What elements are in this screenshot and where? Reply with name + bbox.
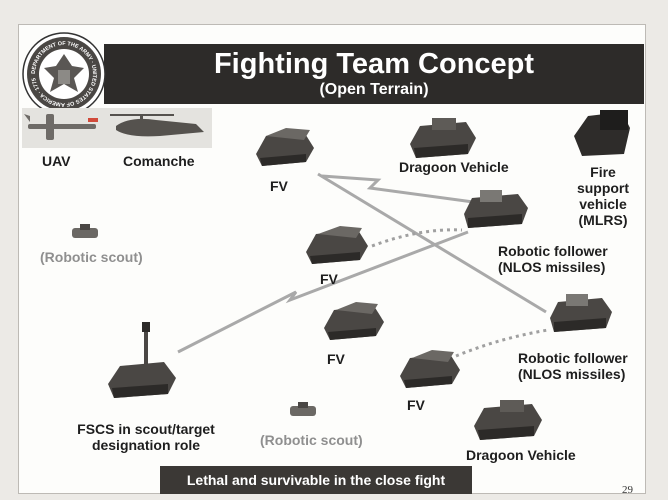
fire-support-label: Fire support vehicle (MLRS) [576, 164, 630, 228]
fscs-vehicle-icon [108, 322, 176, 398]
link-fv-to-follower2 [317, 172, 547, 314]
dragoon-top-icon [410, 118, 476, 158]
page-number: 29 [622, 484, 633, 496]
robotic-scout-bottom-icon [290, 402, 316, 416]
footer-text: Lethal and survivable in the close fight [186, 472, 446, 488]
dragoon-bottom-icon [474, 400, 542, 440]
link-fscs-to-follower [177, 230, 469, 354]
comanche-image [110, 114, 204, 137]
robotic-scout-left-icon [72, 224, 98, 238]
uav-label: UAV [42, 153, 71, 169]
comanche-label: Comanche [123, 153, 195, 169]
fv-lower-label: FV [327, 351, 345, 367]
dragoon-top-label: Dragoon Vehicle [399, 159, 509, 175]
fv-bottom-label: FV [407, 397, 425, 413]
dragoon-bottom-label: Dragoon Vehicle [466, 447, 576, 463]
army-seal-icon: DEPARTMENT OF THE ARMY · UNITED STATES O… [22, 32, 106, 116]
slide-subtitle: (Open Terrain) [319, 81, 429, 98]
slide-title: Fighting Team Concept [213, 48, 535, 80]
footer-bar [160, 466, 472, 494]
title-bar [104, 44, 644, 104]
link-fv-to-follower [321, 174, 489, 206]
fv-mid-label: FV [320, 271, 338, 287]
fv-top-icon [256, 128, 314, 166]
robotic-scout-bottom-label: (Robotic scout) [260, 432, 363, 448]
fv-mid-icon [306, 226, 368, 264]
robotic-follower-2-label: Robotic follower (NLOS missiles) [518, 350, 628, 382]
robotic-follower-2-icon [550, 294, 612, 332]
fire-support-vehicle-icon [574, 110, 630, 156]
robotic-follower-1-label: Robotic follower (NLOS missiles) [498, 243, 608, 275]
dotted-link-1 [371, 228, 463, 248]
dotted-link-2 [455, 328, 549, 358]
fscs-label: FSCS in scout/target designation role [77, 421, 215, 453]
fv-top-label: FV [270, 178, 288, 194]
robotic-scout-left-label: (Robotic scout) [40, 249, 143, 265]
fv-bottom-icon [400, 350, 460, 388]
fv-lower-icon [324, 302, 384, 340]
robotic-follower-1-icon [464, 190, 528, 228]
uav-image [24, 114, 98, 140]
